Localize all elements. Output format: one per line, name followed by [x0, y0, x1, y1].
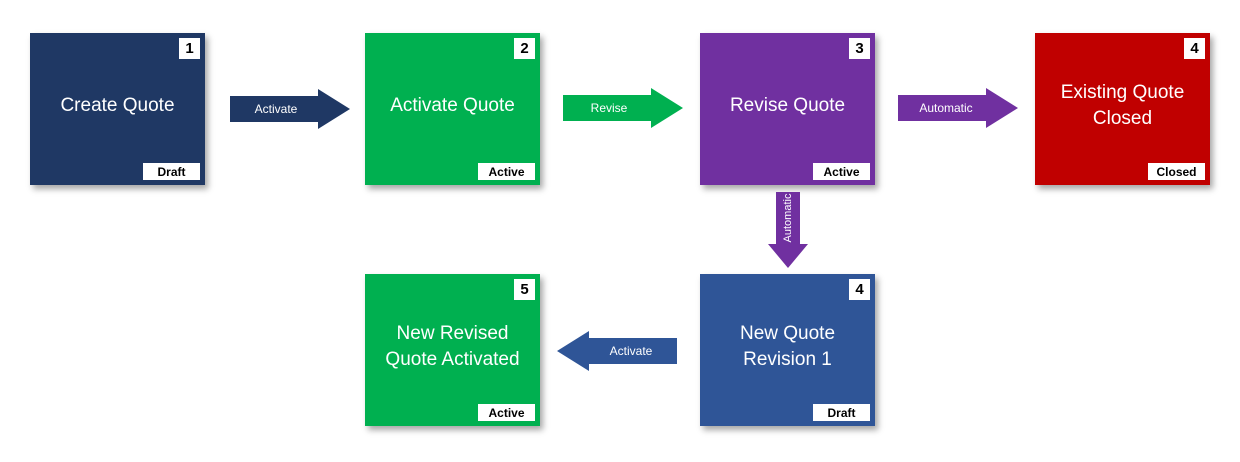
arrow-activate-left: Activate	[557, 331, 677, 371]
status-badge: Closed	[1148, 163, 1205, 180]
step-box-new-quote-revision: New Quote Revision 1 4 Draft	[700, 274, 875, 426]
status-badge: Draft	[143, 163, 200, 180]
arrow-automatic-right: Automatic	[898, 88, 1018, 128]
step-number-badge: 4	[849, 279, 870, 300]
step-title: Create Quote	[60, 95, 175, 116]
right-arrow-icon	[563, 88, 683, 128]
step-title: New Quote Revision 1	[739, 323, 836, 370]
arrow-label: Activate	[609, 344, 653, 358]
arrow-label: Automatic	[919, 101, 973, 115]
step-title: Existing Quote Closed	[1060, 82, 1185, 129]
step-title: New Revised Quote Activated	[385, 323, 520, 370]
step-number-badge: 1	[179, 38, 200, 59]
down-arrow-icon	[768, 192, 808, 268]
step-box-create-quote: Create Quote 1 Draft	[30, 33, 205, 185]
right-arrow-icon	[230, 89, 350, 129]
step-number-badge: 3	[849, 38, 870, 59]
step-box-new-revised-quote-activated: New Revised Quote Activated 5 Active	[365, 274, 540, 426]
step-number-badge: 4	[1184, 38, 1205, 59]
step-number-badge: 2	[514, 38, 535, 59]
right-arrow-icon	[898, 88, 1018, 128]
status-badge: Active	[478, 163, 535, 180]
left-arrow-icon	[557, 331, 677, 371]
step-title: Activate Quote	[390, 95, 515, 116]
arrow-automatic-down: Automatic	[768, 192, 808, 268]
step-box-activate-quote: Activate Quote 2 Active	[365, 33, 540, 185]
arrow-label: Activate	[254, 102, 298, 116]
step-box-existing-quote-closed: Existing Quote Closed 4 Closed	[1035, 33, 1210, 185]
arrow-revise: Revise	[563, 88, 683, 128]
step-box-revise-quote: Revise Quote 3 Active	[700, 33, 875, 185]
arrow-label: Automatic	[782, 193, 794, 243]
arrow-activate: Activate	[230, 89, 350, 129]
arrow-label: Revise	[590, 101, 628, 115]
status-badge: Draft	[813, 404, 870, 421]
step-title: Revise Quote	[729, 95, 846, 116]
status-badge: Active	[478, 404, 535, 421]
status-badge: Active	[813, 163, 870, 180]
step-number-badge: 5	[514, 279, 535, 300]
